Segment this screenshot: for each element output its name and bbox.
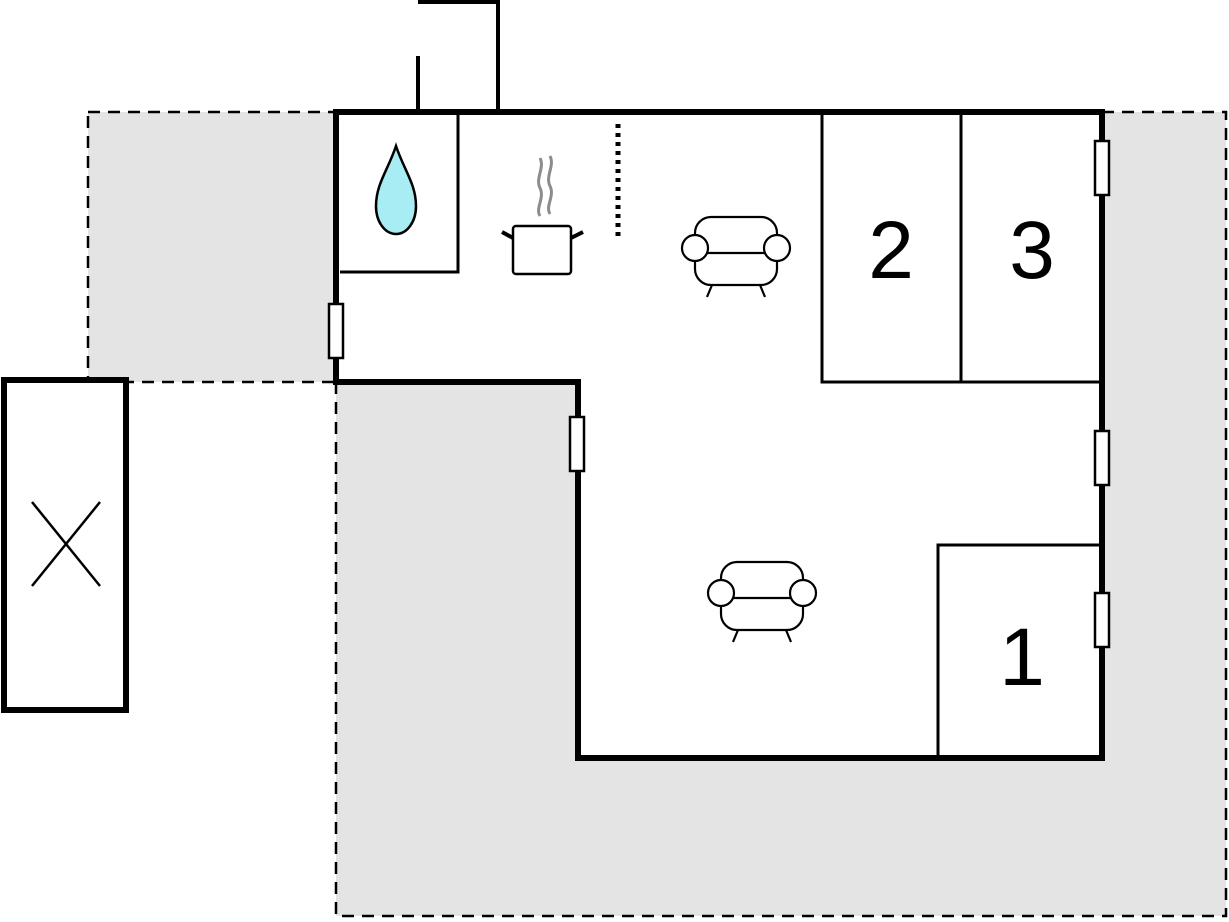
- outbuilding: [1, 377, 129, 713]
- room-label-2: 2: [868, 205, 914, 296]
- window: [1093, 591, 1111, 649]
- exterior-walls: [333, 109, 1105, 761]
- window: [1093, 429, 1111, 487]
- bedroom-block-wall: [820, 114, 1100, 384]
- bathroom-wall: [340, 114, 460, 274]
- terrace-west: [86, 110, 338, 384]
- interior-walls: [340, 114, 1100, 756]
- armchair-icon: [680, 215, 792, 298]
- room-label-1: 1: [999, 612, 1045, 703]
- bedroom-1-wall: [936, 543, 1100, 756]
- water-drop-icon: [374, 142, 418, 236]
- windows: [327, 139, 1111, 649]
- armchair-icon: [706, 560, 818, 643]
- cooking-pot-icon: [501, 155, 584, 276]
- chimney: [416, 0, 500, 112]
- room-label-3: 3: [1009, 205, 1055, 296]
- window: [568, 415, 586, 473]
- cross-icon: [31, 501, 101, 587]
- window: [327, 302, 345, 360]
- window: [1093, 139, 1111, 197]
